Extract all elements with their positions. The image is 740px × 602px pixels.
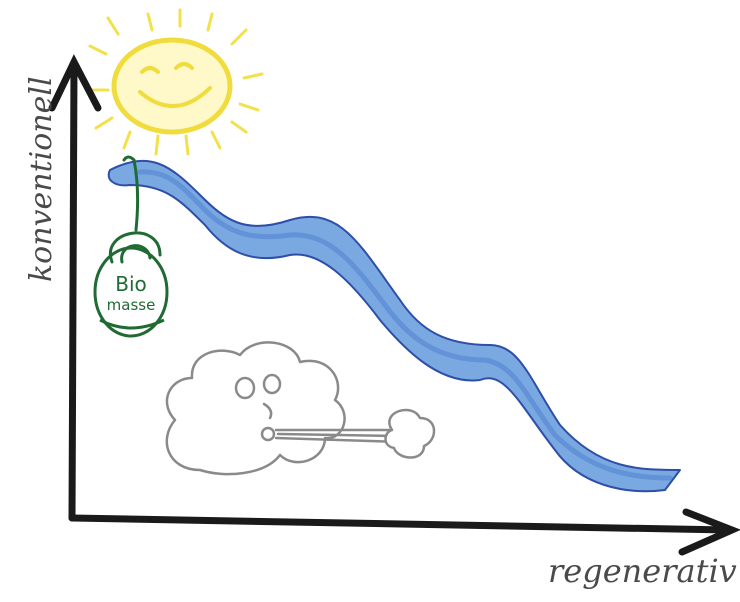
kettlebell-label-line2: masse	[96, 298, 166, 313]
kettlebell-label-line1: Bio	[96, 274, 166, 294]
wind-cloud-icon	[167, 342, 434, 474]
sun-icon	[88, 10, 262, 154]
x-axis-label: regenerativ	[548, 552, 737, 590]
x-axis	[72, 512, 732, 552]
y-axis-label: konventionell	[24, 122, 59, 282]
